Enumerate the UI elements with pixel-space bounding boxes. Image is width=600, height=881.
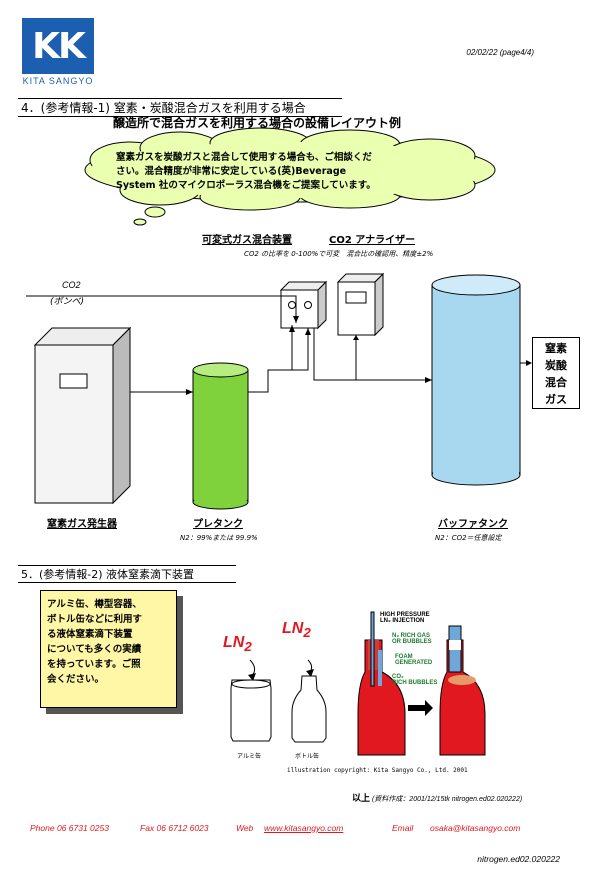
end-text: (資料作成：2001/12/15tk nitrogen.ed02.020222): [371, 796, 523, 803]
ln2-text: LN: [223, 634, 245, 651]
co2-analyzer-unit: [336, 272, 385, 337]
ln2-arrowheads: [248, 669, 314, 681]
hp-injection-label: HIGH PRESSURE LN₂ INJECTION: [380, 612, 430, 624]
foam-label: FOAM GENERATED: [395, 654, 432, 666]
footer-fax: Fax 06 6712 6023: [140, 823, 209, 833]
logo-mark: KK: [22, 18, 94, 74]
cloud-line: System 社のマイクロポーラス混合機をご提案しています。: [116, 180, 376, 191]
section5-heading: 5．(参考情報-2) 液体窒素滴下装置: [18, 565, 236, 583]
co2-cylinder-label: (ボンベ): [50, 297, 85, 307]
footer-email-label: Email: [392, 823, 414, 833]
output-line: ガス: [545, 393, 567, 406]
company-logo: KK KITA SANGYO: [22, 18, 94, 88]
bottle-can-drawing: [291, 675, 327, 743]
buffer-label: バッファタンク: [438, 519, 508, 530]
co2-bubbles-label: CO₂ RICH BUBBLES: [392, 674, 437, 686]
label-line: N₂ RICH GAS: [392, 633, 431, 639]
box-line: 会ください。: [47, 674, 105, 685]
cloud-shape: [84, 127, 496, 226]
label-line: CO₂: [392, 674, 404, 680]
section4-subtitle: 醸造所で混合ガスを利用する場合の設備レイアウト例: [113, 116, 402, 130]
box-line: ボトル缶などに利用す: [47, 614, 143, 625]
pretank-note: N2：99%または 99.9%: [180, 534, 258, 542]
buffer-tank-cylinder: [431, 274, 521, 486]
footer-email-link[interactable]: osaka@kitasangyo.com: [430, 823, 521, 833]
illustration-copyright: illustration copyright: Kita Sangyo Co.,…: [287, 767, 468, 774]
pretank-cylinder: [192, 362, 249, 510]
bottle-label: ボトル缶: [295, 753, 320, 760]
box-line: を持っています。ご照: [47, 659, 141, 670]
footer-web-label: Web: [236, 823, 254, 833]
ln2-text: LN: [282, 620, 304, 637]
flow-arrows: [186, 316, 532, 395]
label-line: RICH BUBBLES: [392, 680, 438, 686]
document-id: nitrogen.ed02.020222: [477, 854, 560, 864]
aluminum-can-drawing: [230, 679, 272, 742]
generator-label: 窒素ガス発生器: [47, 519, 117, 530]
cloud-line: さい。混合精度が非常に安定している(英)Beverage: [116, 166, 347, 177]
ln2-subscript: 2: [303, 625, 311, 641]
output-line: 炭酸: [545, 359, 567, 372]
mixer-label: 可変式ガス混合装置: [202, 235, 292, 246]
mixer-note: CO2 の比率を 0-100%で可変 混合比の確認用、精度±2%: [244, 250, 434, 258]
ln2-label-bottle: LN2: [282, 620, 311, 640]
cloud-message: 窒素ガスを炭酸ガスと混合して使用する場合も、ご相談くだ さい。混合精度が非常に安…: [116, 151, 449, 193]
analyzer-label: CO2 アナライザー: [329, 235, 416, 246]
output-line: 窒素: [545, 342, 567, 355]
output-gas-box: 窒素 炭酸 混合 ガス: [532, 337, 580, 409]
label-line: LN₂ INJECTION: [380, 618, 425, 624]
footer-web-link[interactable]: www.kitasangyo.com: [264, 823, 344, 833]
transition-arrow: [408, 700, 433, 716]
box-line: についても多くの実績: [47, 644, 142, 655]
end-mark: 以上: [352, 793, 371, 803]
cloud-line: 窒素ガスを炭酸ガスと混合して使用する場合も、ご相談くだ: [116, 152, 372, 163]
label-line: HIGH PRESSURE: [380, 612, 430, 618]
pretank-label: プレタンク: [193, 519, 243, 530]
end-note: 以上 (資料作成：2001/12/15tk nitrogen.ed02.0202…: [352, 791, 522, 804]
page-date: 02/02/22 (page4/4): [466, 48, 534, 57]
footer-phone: Phone 06 6731 0253: [30, 823, 109, 833]
ln2-info-box: アルミ缶、樽型容器、 ボトル缶などに利用す る液体窒素滴下装置 についても多くの…: [40, 590, 177, 708]
nitrogen-generator: [33, 326, 132, 505]
red-bottle-after: [439, 625, 486, 756]
co2-label: CO2: [62, 280, 81, 290]
section4-heading: 4．(参考情報-1) 窒素・炭酸混合ガスを利用する場合: [18, 98, 342, 117]
ln2-label-can: LN2: [223, 634, 252, 654]
can-label: アルミ缶: [237, 753, 261, 760]
logo-text: KITA SANGYO: [22, 76, 94, 86]
box-line: アルミ缶、樽型容器、: [47, 599, 142, 610]
label-line: OR BUBBLES: [392, 639, 432, 645]
buffer-note: N2：CO2＝任意設定: [435, 534, 502, 542]
pipe-lines: [26, 295, 530, 393]
label-line: GENERATED: [395, 660, 433, 666]
ln2-arrows: [249, 659, 313, 677]
output-line: 混合: [545, 376, 567, 389]
ln2-subscript: 2: [244, 639, 252, 655]
label-line: FOAM: [395, 654, 413, 660]
red-bottle-before: [357, 611, 406, 756]
box-line: る液体窒素滴下装置: [47, 629, 133, 640]
n2-gas-label: N₂ RICH GAS OR BUBBLES: [392, 633, 432, 645]
gas-mixer-unit: [279, 280, 328, 330]
